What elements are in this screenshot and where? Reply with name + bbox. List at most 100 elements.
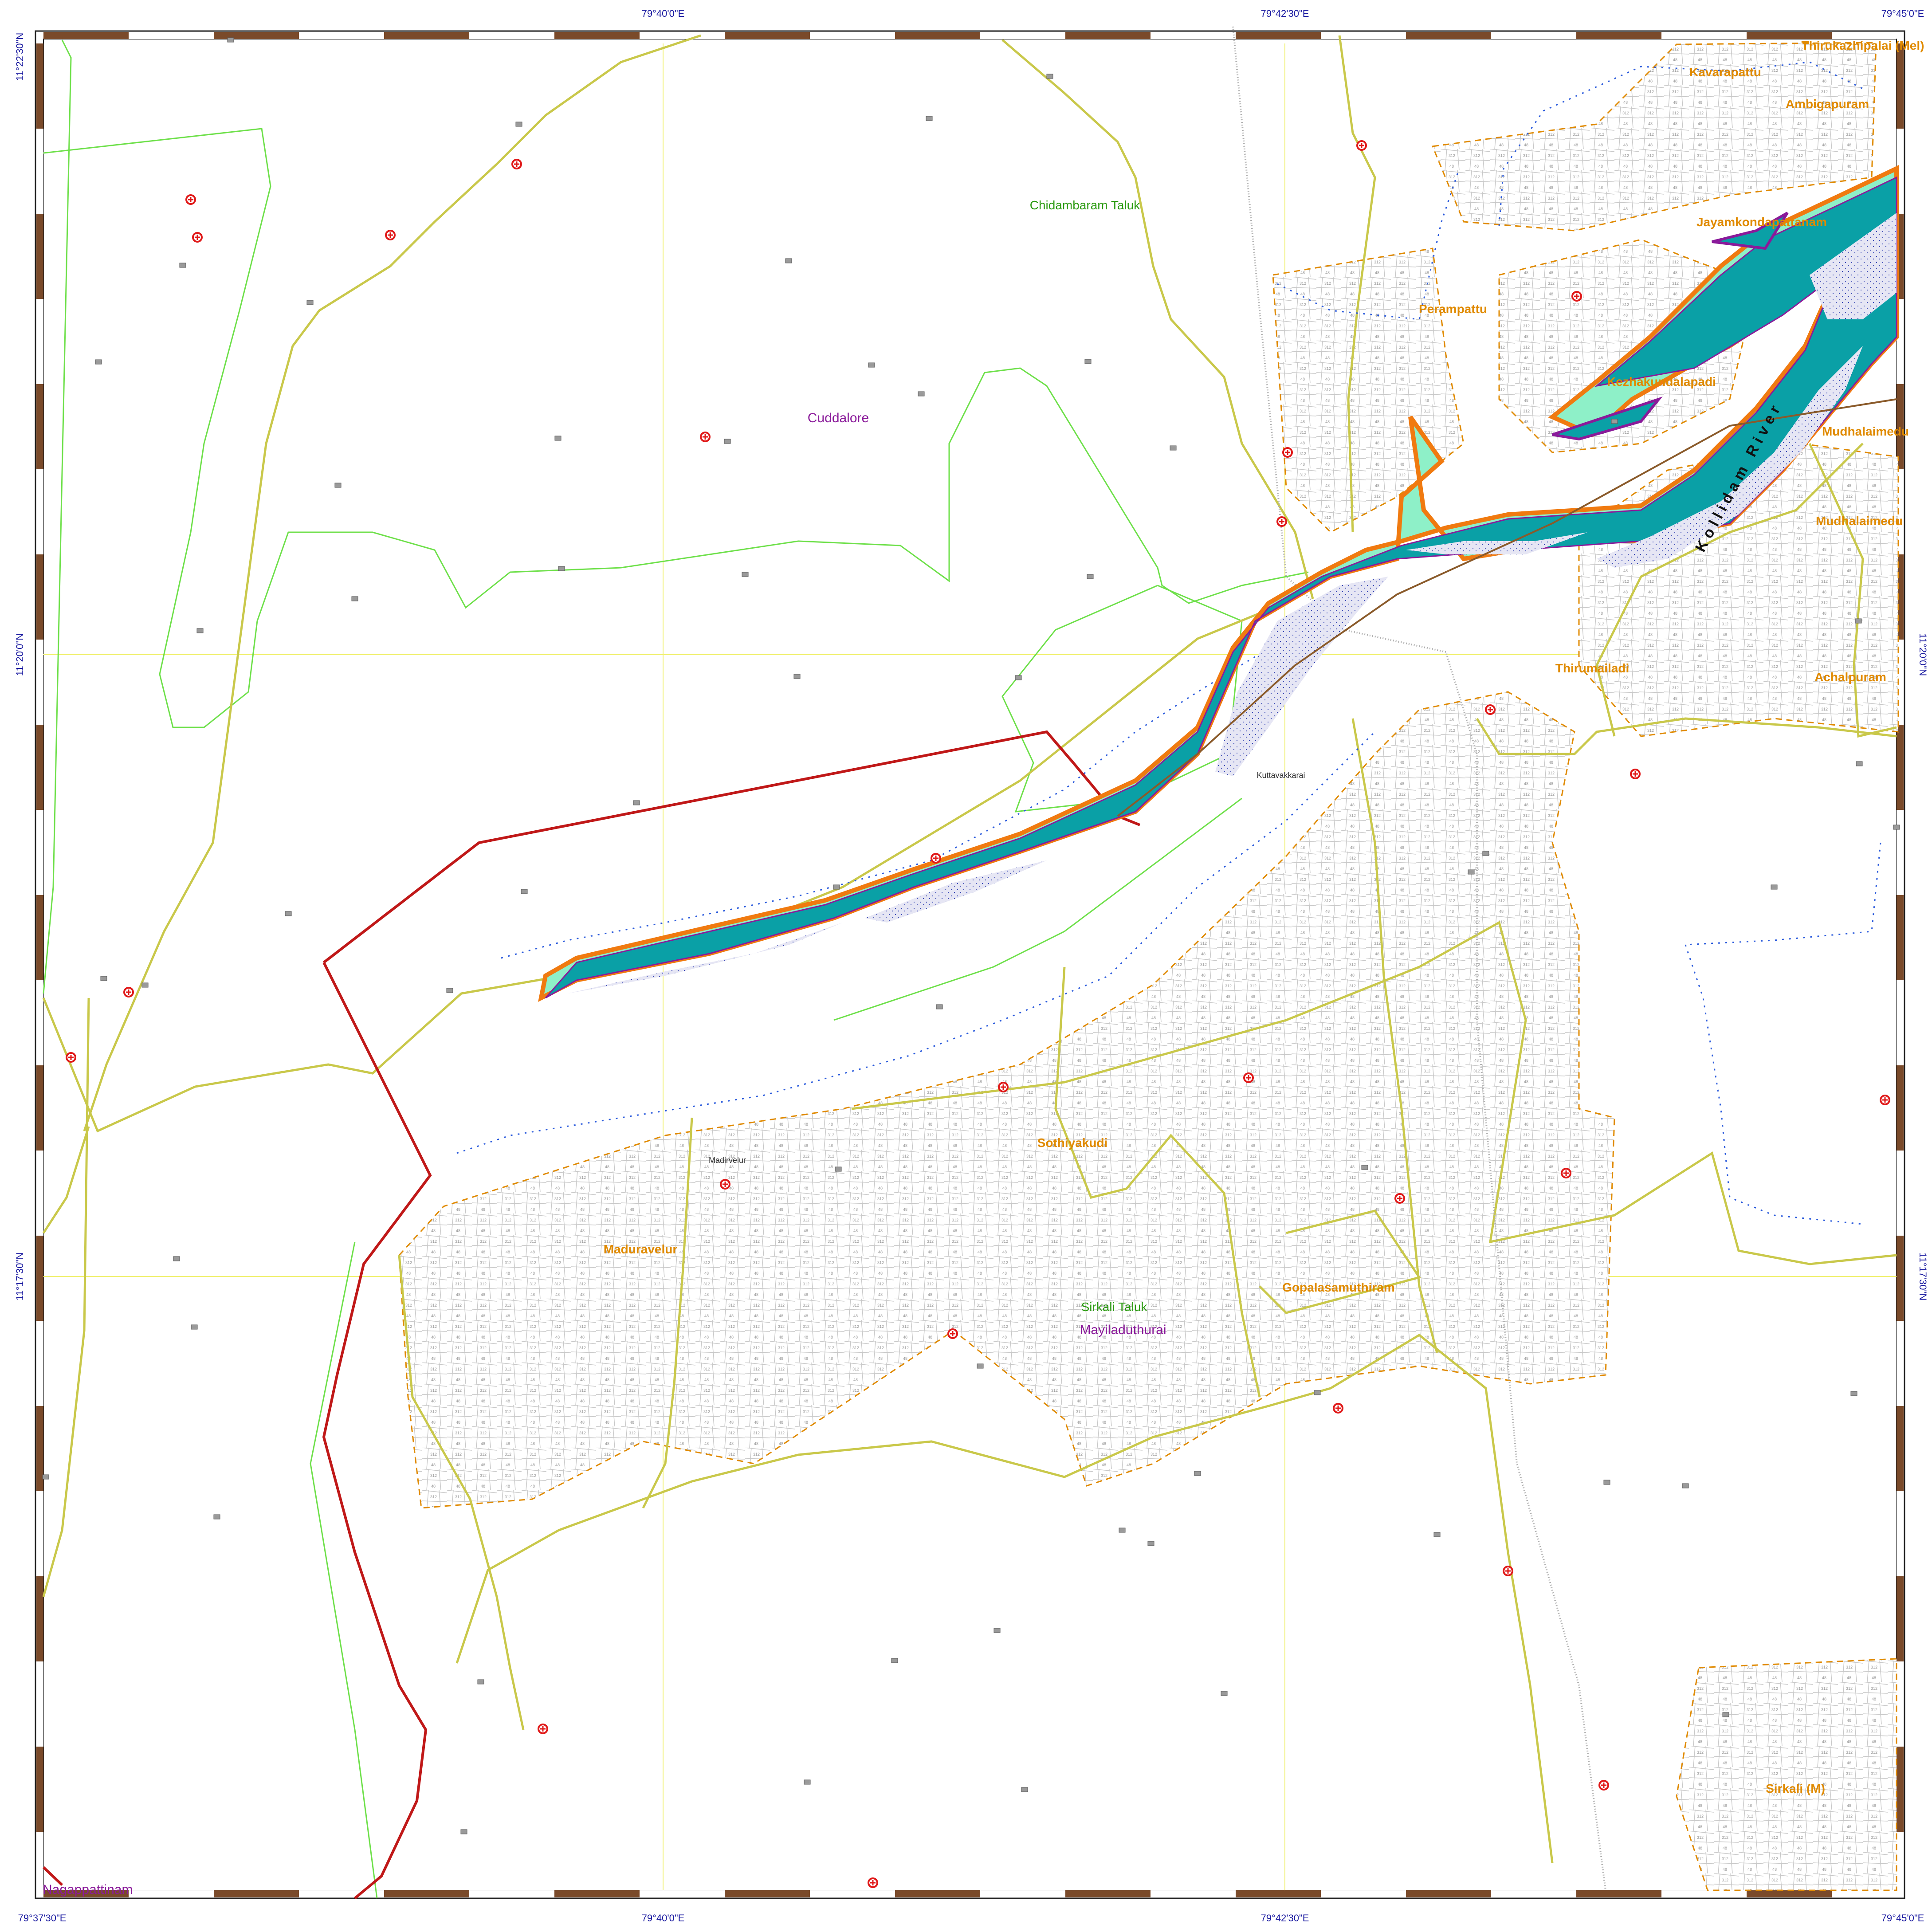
bottom-coord-2: 79°40'0"E [642, 1912, 685, 1924]
hospital-cross-icon [870, 1880, 876, 1885]
building-icon [1221, 1691, 1228, 1696]
frame-tick [43, 32, 129, 39]
building-icon [100, 976, 107, 981]
frame-tick [1747, 32, 1832, 39]
frame-tick [640, 32, 725, 39]
hospital-cross-icon [950, 1331, 955, 1336]
building-icon [1433, 1532, 1441, 1537]
coordinate-labels: 79°40'0"E 79°42'30"E 79°45'0"E 79°37'30"… [14, 8, 1928, 1924]
district-label-cuddalore: Cuddalore [808, 411, 869, 425]
building-icon [918, 391, 925, 397]
district-label-mayiladuthurai: Mayiladuthurai [1080, 1323, 1166, 1337]
frame-tick [36, 214, 43, 299]
place-label-kuttavakkarai: Kuttavakkarai [1257, 771, 1305, 780]
frame-tick [1661, 1890, 1747, 1897]
region-labels: Cuddalore Mayiladuthurai Nagappattinam C… [43, 198, 1166, 1897]
building-icon [1855, 618, 1862, 624]
village-label-jayamkondapattanam: Jayamkondapattanam [1696, 215, 1827, 229]
building-icon [1722, 1712, 1729, 1717]
frame-tick [299, 1890, 384, 1897]
building-icon [1194, 1471, 1201, 1476]
building-icon [793, 674, 801, 679]
hospital-cross-icon [514, 161, 519, 167]
hospital-cross-icon [1882, 1097, 1888, 1103]
building-icon [1314, 1390, 1321, 1395]
building-icon [285, 911, 292, 916]
frame-tick [36, 895, 43, 980]
building-icon [1084, 359, 1092, 364]
frame-tick [1832, 32, 1897, 39]
building-icon [521, 889, 528, 894]
hospital-cross-icon [1279, 519, 1284, 524]
frame-tick [36, 1661, 43, 1747]
hospital-cross-icon [540, 1726, 546, 1732]
frame-tick [1897, 1576, 1904, 1661]
frame-tick [1747, 1890, 1832, 1897]
building-icon [633, 800, 640, 805]
building-icon [460, 1829, 467, 1834]
frame-tick [36, 299, 43, 384]
hospital-cross-icon [1563, 1170, 1569, 1176]
village-label-thirukazhipalai: Thirukazhipalai (Mel) [1802, 39, 1924, 52]
top-coord-1: 79°40'0"E [642, 8, 685, 19]
village-label-mudhalaimedu-1: Mudhalaimedu [1822, 424, 1909, 438]
frame-tick [1406, 32, 1491, 39]
map-frame [35, 30, 1905, 1899]
frame-tick [43, 1890, 129, 1897]
building-icon [833, 884, 840, 890]
frame-tick [640, 1890, 725, 1897]
frame-tick [384, 1890, 469, 1897]
frame-tick [1491, 1890, 1576, 1897]
building-icon [1611, 419, 1618, 424]
hospital-cross-icon [1397, 1196, 1402, 1201]
hospital-cross-icon [703, 434, 708, 440]
taluk-label-sirkali: Sirkali Taluk [1081, 1300, 1148, 1314]
right-coord-2: 11°17'30"N [1917, 1253, 1928, 1300]
building-icon [1119, 1528, 1126, 1533]
frame-tick [725, 1890, 810, 1897]
frame-tick [36, 1065, 43, 1151]
village-boundaries [42, 34, 1897, 1863]
frame-tick [299, 32, 384, 39]
taluk-boundaries [43, 39, 1309, 1899]
frame-tick [36, 384, 43, 469]
frame-tick [36, 554, 43, 640]
building-icon [351, 596, 358, 601]
frame-tick [895, 1890, 980, 1897]
building-icon [1147, 1541, 1154, 1546]
place-label-madirvelur: Madirvelur [709, 1156, 746, 1165]
building-icon [835, 1166, 842, 1172]
frame-tick [1236, 32, 1321, 39]
frame-tick [1897, 1491, 1904, 1576]
frame-tick [1897, 1151, 1904, 1236]
building-markers [42, 37, 1900, 1834]
village-label-sothiyakudi: Sothiyakudi [1037, 1136, 1108, 1150]
building-icon [724, 439, 731, 444]
building-icon [1856, 761, 1863, 766]
frame-tick [36, 725, 43, 810]
building-icon [993, 1628, 1001, 1633]
building-icon [1015, 675, 1022, 680]
frame-tick [36, 1236, 43, 1321]
right-coord-1: 11°20'0"N [1917, 633, 1928, 676]
hospital-cross-icon [933, 856, 939, 861]
road [1117, 398, 1897, 817]
hospital-cross-icon [1001, 1084, 1006, 1090]
building-icon [1468, 869, 1475, 875]
village-label-ambigapuram: Ambigapuram [1786, 97, 1869, 111]
frame-tick [1897, 384, 1904, 469]
frame-tick [1576, 1890, 1661, 1897]
building-icon [1021, 1787, 1028, 1792]
frame-tick [129, 32, 214, 39]
frame-tick [980, 1890, 1065, 1897]
building-icon [179, 263, 186, 268]
building-icon [446, 988, 453, 993]
frame-tick [1661, 32, 1747, 39]
building-icon [227, 37, 234, 43]
building-icon [1603, 1480, 1610, 1485]
frame-tick [1491, 32, 1576, 39]
frame-tick [469, 32, 554, 39]
frame-tick [36, 43, 43, 129]
village-label-kavarapattu: Kavarapattu [1689, 65, 1761, 79]
frame-tick [1897, 1747, 1904, 1832]
